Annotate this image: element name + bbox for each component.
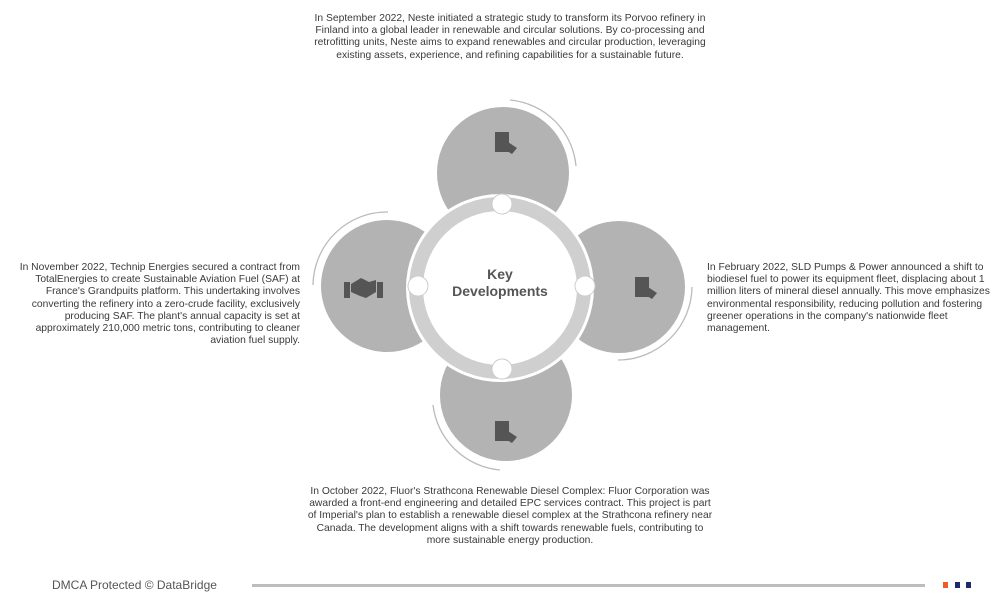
- development-left-text: In November 2022, Technip Energies secur…: [19, 262, 300, 347]
- brand-square-navy: [955, 582, 960, 588]
- contract-icon: [635, 277, 657, 299]
- node-left: [407, 275, 429, 297]
- development-right-text: In February 2022, SLD Pumps & Power anno…: [707, 262, 990, 335]
- node-bottom: [491, 358, 513, 380]
- node-right: [574, 275, 596, 297]
- footer-copyright: DMCA Protected © DataBridge: [52, 578, 217, 592]
- footer-divider: [252, 584, 925, 587]
- arc-bottom: [432, 404, 501, 471]
- title-line-2: Developments: [452, 283, 548, 299]
- development-top-text: In September 2022, Neste initiated a str…: [314, 13, 706, 61]
- arc-top: [509, 99, 577, 167]
- development-bottom-text: In October 2022, Fluor's Strathcona Rene…: [307, 486, 713, 546]
- diagram-title: Key Developments: [450, 266, 550, 300]
- arc-left: [312, 211, 389, 286]
- contract-icon: [495, 132, 517, 154]
- brand-square-navy: [966, 582, 971, 588]
- inner-white-disc: [416, 204, 584, 372]
- node-top: [491, 193, 513, 215]
- handshake-icon: [344, 278, 383, 298]
- title-line-1: Key: [487, 266, 513, 282]
- brand-square-orange: [943, 582, 948, 588]
- contract-icon: [495, 421, 517, 443]
- arc-right: [617, 286, 693, 361]
